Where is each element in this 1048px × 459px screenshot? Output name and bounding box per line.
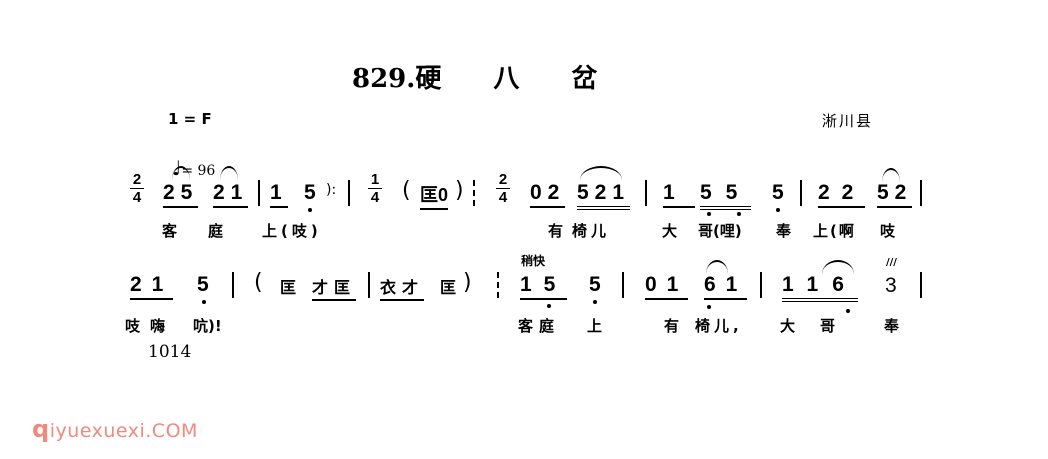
note-group: 25 bbox=[163, 181, 199, 208]
lyric: 上(啊 bbox=[813, 222, 856, 240]
lyric: 吱 bbox=[880, 222, 900, 240]
note: 5 bbox=[304, 181, 316, 204]
barline bbox=[258, 180, 260, 206]
lyric: 有 bbox=[548, 222, 568, 240]
note-group: 1 bbox=[270, 181, 288, 208]
note-group: 116 bbox=[782, 273, 858, 302]
percussion-group: 匡0 bbox=[420, 181, 449, 210]
slur bbox=[822, 260, 854, 274]
low-octave-dot bbox=[776, 208, 780, 212]
watermark-logo: qiyuexuexi.COM bbox=[32, 415, 198, 443]
lyric: 上(吱) bbox=[262, 222, 322, 240]
low-octave-dot bbox=[593, 300, 597, 304]
barline bbox=[920, 272, 922, 298]
paren-open: ( bbox=[402, 178, 411, 203]
slur bbox=[220, 166, 238, 180]
barline bbox=[920, 180, 922, 206]
percussion-syllable: 匡 bbox=[280, 280, 303, 297]
paren-close: ) bbox=[455, 178, 464, 203]
low-octave-dot bbox=[202, 300, 206, 304]
lyric: 有 bbox=[664, 317, 684, 335]
lyric: 奉 bbox=[884, 317, 904, 335]
barline bbox=[368, 272, 370, 298]
low-octave-dot bbox=[547, 304, 551, 308]
note: 5 bbox=[589, 273, 607, 296]
note: 1 bbox=[663, 181, 695, 208]
low-octave-dot bbox=[308, 208, 312, 212]
lyric: 上 bbox=[587, 317, 607, 335]
slur bbox=[706, 260, 728, 274]
paren-close: ) bbox=[463, 270, 472, 295]
slur bbox=[172, 166, 190, 180]
note-group: 52 bbox=[877, 181, 913, 208]
lyric: 哥(哩) bbox=[698, 222, 742, 240]
lyric: 大 bbox=[662, 222, 682, 240]
barline bbox=[645, 180, 647, 206]
repeat-mark: ): bbox=[326, 182, 337, 198]
lyric: 客 bbox=[162, 222, 182, 240]
note-group: 21 bbox=[213, 181, 249, 208]
note-group: 01 bbox=[645, 273, 689, 300]
note-group: 521 bbox=[577, 181, 631, 210]
low-octave-dot bbox=[846, 309, 850, 313]
low-octave-dot bbox=[737, 212, 741, 216]
barline bbox=[348, 180, 350, 206]
key-signature: 1 = F bbox=[168, 110, 212, 128]
note-group: 21 bbox=[130, 273, 174, 300]
note-group: 22 bbox=[818, 181, 866, 208]
slur bbox=[882, 168, 900, 182]
percussion-group: 衣才 bbox=[380, 274, 425, 301]
note: 5 bbox=[772, 181, 790, 204]
lyric: 客庭 bbox=[518, 317, 561, 335]
percussion-syllable: 匡 bbox=[440, 280, 463, 297]
percussion-group: 才匡 bbox=[312, 274, 357, 301]
lyric: 椅儿, bbox=[695, 317, 743, 335]
slur bbox=[580, 166, 622, 180]
low-octave-dot bbox=[707, 305, 711, 309]
note: 5 bbox=[197, 273, 215, 296]
note-group: 55 bbox=[700, 181, 752, 210]
paren-open: ( bbox=[254, 270, 263, 295]
page-number: 1014 bbox=[148, 342, 192, 362]
lyric: 吱嗨 bbox=[125, 317, 176, 335]
dashed-barline bbox=[497, 272, 499, 298]
tempo-change: 稍快 bbox=[521, 254, 546, 268]
lyric: 庭 bbox=[208, 222, 228, 240]
barline bbox=[800, 180, 802, 206]
note-group: 15 bbox=[520, 273, 568, 300]
lyric: 吭)! bbox=[193, 317, 222, 335]
barline bbox=[760, 272, 762, 298]
dashed-barline bbox=[473, 180, 475, 206]
lyric: 椅儿 bbox=[572, 222, 611, 240]
barline bbox=[622, 272, 624, 298]
song-title: 829.硬 八 岔 bbox=[352, 64, 598, 94]
region-label: 淅川县 bbox=[822, 112, 874, 130]
tremolo-icon: /// bbox=[886, 257, 897, 268]
low-octave-dot bbox=[707, 212, 711, 216]
note-group: 02 bbox=[530, 181, 566, 208]
barline bbox=[232, 272, 234, 298]
note-group: 61 bbox=[704, 273, 748, 300]
lyric: 哥 bbox=[820, 317, 840, 335]
note: 3 bbox=[885, 274, 903, 297]
lyric: 大 bbox=[780, 317, 800, 335]
lyric: 奉 bbox=[776, 222, 796, 240]
